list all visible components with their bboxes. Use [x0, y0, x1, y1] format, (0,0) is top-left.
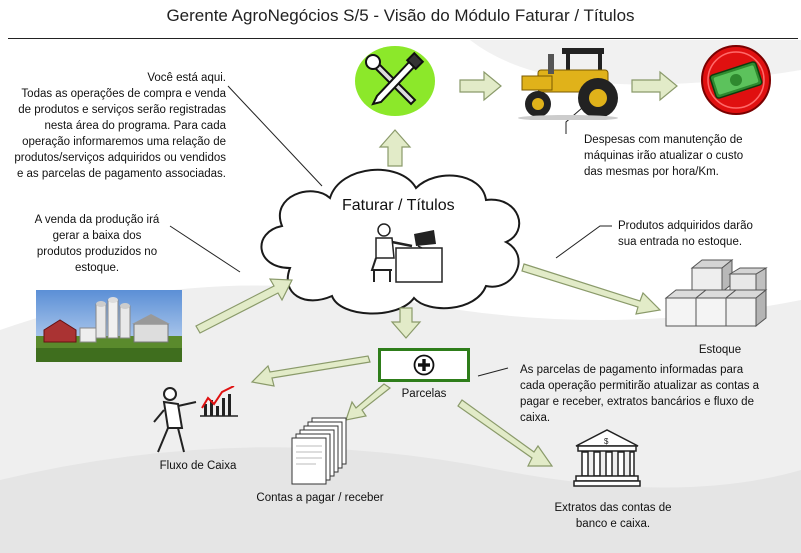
annotation-line: pagar e receber, extratos bancários e fl…: [520, 396, 754, 408]
person-at-desk-icon: [370, 223, 443, 283]
leader-despesas: [565, 107, 583, 134]
arrow-to-money: [631, 70, 678, 102]
tractor-icon: [518, 48, 618, 120]
annotation-line: gerar a baixa dos: [52, 230, 142, 242]
annotation-parcelas-info: As parcelas de pagamento informadas para…: [520, 362, 780, 426]
estoque-label: Estoque: [698, 344, 742, 356]
annotation-line: estoque.: [74, 262, 120, 274]
leader-venda-producao: [169, 225, 241, 273]
cloud-label: Faturar / Títulos: [342, 197, 455, 214]
annotation-line: produtos/serviços adquiridos ou vendidos: [14, 152, 226, 164]
leader-parcelas: [477, 367, 509, 377]
arrow-parcelas-to-fluxo: [250, 355, 371, 387]
arrow-cloud-to-estoque: [521, 263, 662, 315]
arrow-parcelas-to-contas: [345, 383, 392, 421]
fluxo-caixa-label: Fluxo de Caixa: [159, 460, 237, 472]
leader-voce-esta-aqui: [227, 85, 323, 187]
arrow-farm-to-cloud: [195, 278, 293, 334]
parcelas-label: Parcelas: [401, 388, 447, 400]
contas-label: Contas a pagar / receber: [256, 492, 384, 504]
annotation-despesas: Despesas com manutenção de máquinas irão…: [584, 132, 784, 180]
annotation-line: sua entrada no estoque.: [618, 236, 743, 248]
annotation-line: Despesas com manutenção de: [584, 134, 743, 146]
annotation-line: de produtos e serviços serão registradas: [18, 104, 226, 116]
extratos-line: banco e caixa.: [575, 518, 651, 530]
annotation-line: Todas as operações de compra e venda: [21, 88, 226, 100]
plus-icon: [413, 354, 435, 376]
parcelas-box: [378, 348, 470, 382]
arrow-to-tools: [378, 129, 412, 167]
bank-icon: $: [573, 429, 641, 487]
annotation-produtos-adquiridos: Produtos adquiridos darão sua entrada no…: [618, 218, 788, 250]
annotation-line: máquinas irão atualizar o custo: [584, 150, 744, 162]
annotation-voce-esta-aqui: Você está aqui. Todas as operações de co…: [0, 70, 226, 182]
person-chart-icon: [153, 386, 238, 453]
arrow-to-tractor: [459, 70, 502, 102]
money-icon: [701, 45, 771, 115]
annotation-line: Produtos adquiridos darão: [618, 220, 753, 232]
annotation-line: As parcelas de pagamento informadas para: [520, 364, 744, 376]
stacked-boxes-icon: [664, 258, 768, 328]
annotation-line: das mesmas por hora/Km.: [584, 166, 719, 178]
extratos-label: Extratos das contas de banco e caixa.: [548, 500, 678, 532]
farm-silos-image: [36, 290, 182, 362]
page-title: Gerente AgroNegócios S/5 - Visão do Módu…: [166, 6, 635, 25]
svg-text:$: $: [604, 437, 609, 446]
annotation-line: Você está aqui.: [147, 72, 226, 84]
title-underline: [8, 38, 798, 39]
extratos-line: Extratos das contas de: [554, 502, 672, 514]
annotation-line: operação informaremos uma relação de: [22, 136, 226, 148]
arrow-cloud-to-parcelas: [390, 307, 422, 339]
leader-produtos: [555, 225, 612, 259]
annotation-line: produtos produzidos no: [36, 246, 158, 258]
arrow-parcelas-to-extratos: [457, 399, 554, 467]
wrench-screwdriver-icon: [355, 46, 435, 116]
annotation-line: e as parcelas de pagamento associadas.: [16, 168, 226, 180]
annotation-line: A venda da produção irá: [34, 214, 160, 226]
annotation-line: caixa.: [520, 412, 551, 424]
documents-stack-icon: [291, 417, 347, 485]
annotation-line: nesta área do programa. Para cada: [44, 120, 226, 132]
annotation-line: cada operação permitirão atualizar as co…: [520, 380, 760, 392]
annotation-venda-producao: A venda da produção irá gerar a baixa do…: [22, 212, 172, 276]
